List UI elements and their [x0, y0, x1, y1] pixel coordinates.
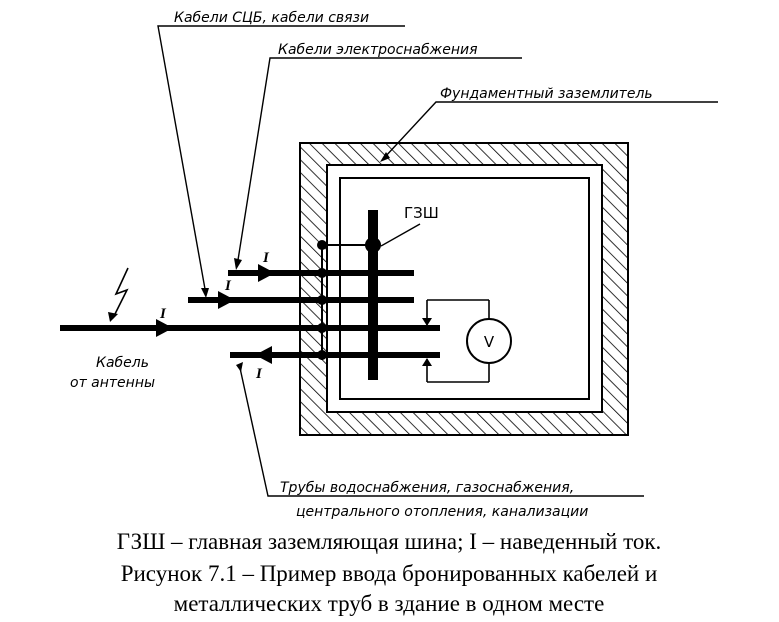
building-walls — [299, 142, 629, 436]
label-pipes-2: центрального отопления, канализации — [296, 504, 588, 520]
label-power-cables: Кабели электроснабжения — [278, 42, 478, 58]
current-label-1: I — [262, 250, 270, 266]
leader-lines — [157, 25, 718, 497]
arrow-antenna — [156, 319, 173, 337]
pipe-line — [230, 352, 440, 358]
power-cable-line — [188, 297, 414, 303]
arrow-power — [218, 291, 235, 309]
label-gzsh: ГЗШ — [404, 204, 439, 222]
current-label-4: I — [255, 366, 263, 382]
lightning-icon — [112, 267, 129, 319]
voltmeter-label: V — [484, 333, 495, 351]
antenna-cable-line — [60, 325, 440, 331]
label-pipes-1: Трубы водоснабжения, газоснабжения, — [280, 480, 574, 496]
current-label-3: I — [159, 306, 167, 322]
caption-figure-title-1: Рисунок 7.1 – Пример ввода бронированных… — [121, 561, 658, 586]
arrow-scb — [258, 264, 275, 282]
voltmeter-icon — [466, 318, 512, 364]
leader-arrowheads — [201, 152, 390, 372]
caption-legend: ГЗШ – главная заземляющая шина; I – наве… — [117, 529, 662, 554]
label-foundation-earth: Фундаментный заземлитель — [440, 86, 653, 102]
caption-figure-title-2: металлических труб в здание в одном мест… — [174, 591, 605, 616]
label-scb-cables: Кабели СЦБ, кабели связи — [174, 10, 369, 26]
label-antenna-cable-2: от антенны — [70, 375, 155, 391]
voltmeter-circuit: V — [422, 299, 512, 383]
arrow-pipe — [255, 346, 272, 364]
label-antenna-cable-1: Кабель — [96, 355, 149, 371]
current-arrows — [156, 264, 275, 364]
foundation-inner-wall — [339, 177, 590, 400]
current-label-2: I — [224, 278, 232, 294]
